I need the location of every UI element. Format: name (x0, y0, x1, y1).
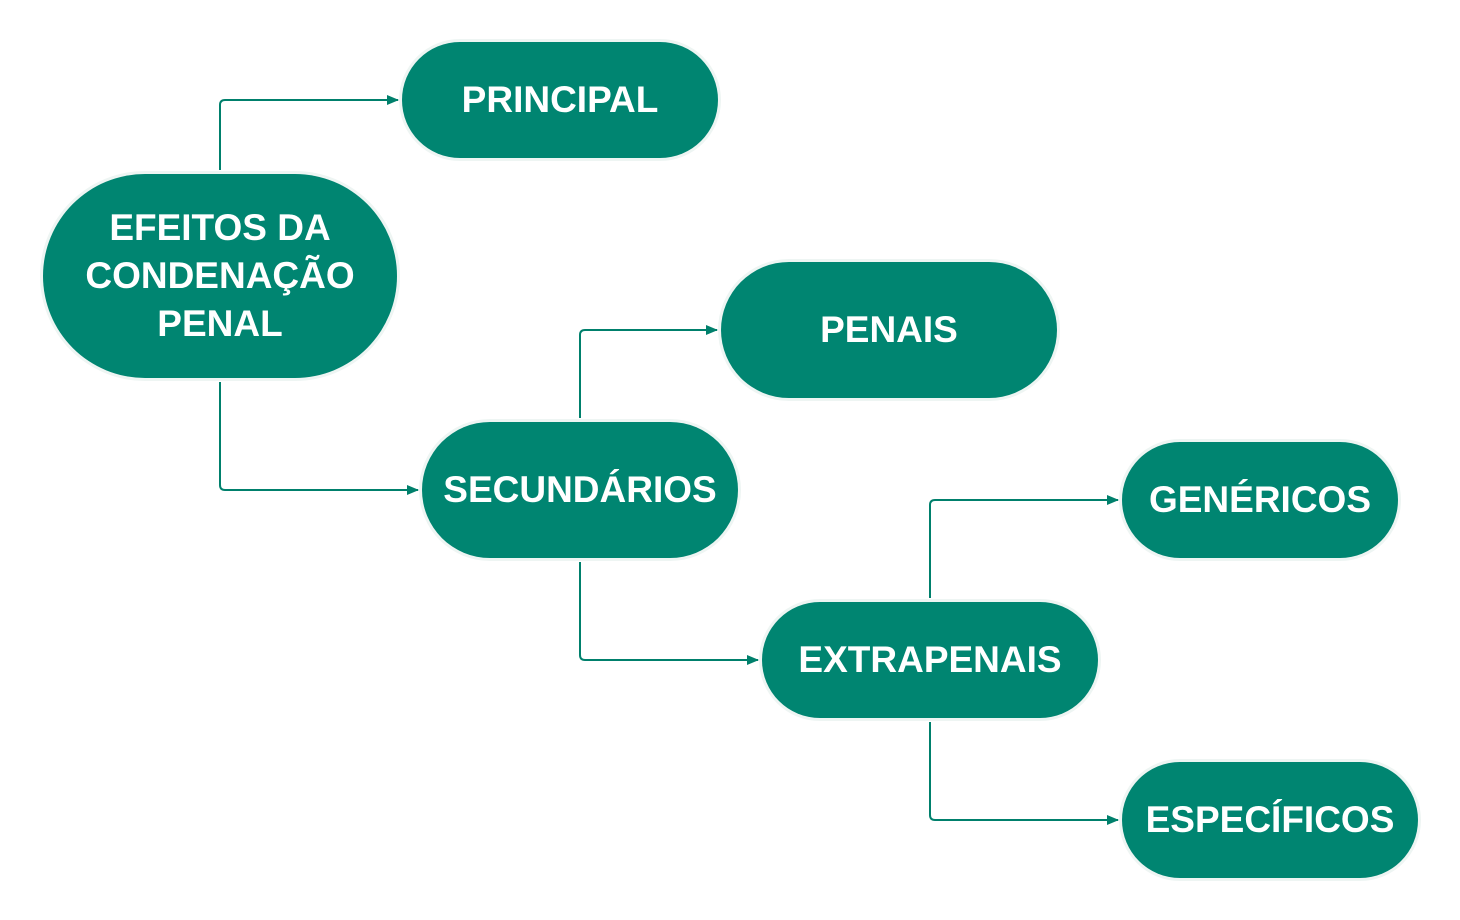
connector-secundarios-extrapenais (579, 562, 759, 665)
connector-extrapenais-especificos (929, 722, 1119, 825)
node-genericos: GENÉRICOS (1122, 442, 1398, 558)
connector-root-principal (219, 95, 399, 170)
node-secundarios: SECUNDÁRIOS (422, 422, 738, 558)
node-principal: PRINCIPAL (402, 42, 718, 158)
node-extrapenais: EXTRAPENAIS (762, 602, 1098, 718)
node-penais: PENAIS (721, 262, 1057, 398)
node-efeitos-da-condenacao-penal: EFEITOS DA CONDENAÇÃO PENAL (43, 174, 397, 378)
connector-extrapenais-genericos (929, 495, 1119, 598)
connector-root-secundarios (219, 382, 419, 495)
node-especificos: ESPECÍFICOS (1122, 762, 1418, 878)
connector-secundarios-penais (579, 325, 718, 418)
